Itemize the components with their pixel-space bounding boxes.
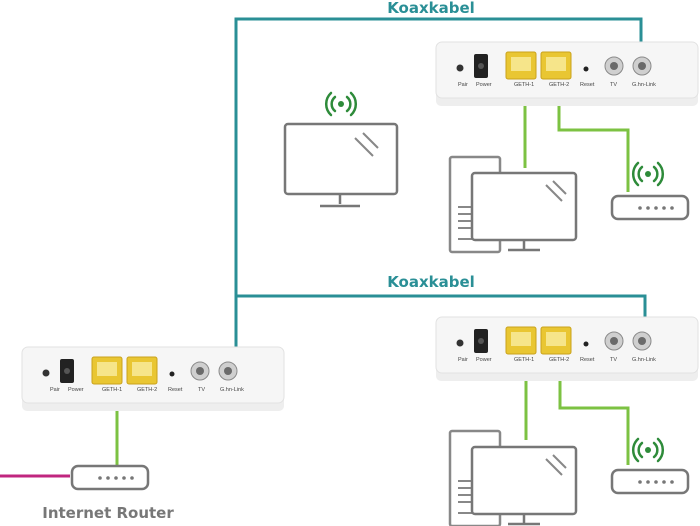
access-point-icon [610, 194, 690, 221]
svg-text:G.hn-Link: G.hn-Link [220, 387, 244, 393]
svg-text:Power: Power [68, 387, 84, 393]
svg-text:Pair: Pair [458, 357, 468, 363]
wifi-icon [631, 437, 665, 463]
monitor-icon [283, 122, 399, 208]
coax-adapter-icon: Pair Power GETH-1 GETH-2 Reset TV G.hn-L… [435, 41, 699, 107]
internet-router-label: Internet Router [42, 504, 174, 522]
svg-text:Reset: Reset [580, 82, 595, 88]
svg-text:TV: TV [610, 357, 617, 363]
svg-text:GETH-1: GETH-1 [514, 82, 534, 88]
svg-text:Power: Power [476, 82, 492, 88]
svg-text:TV: TV [610, 82, 617, 88]
svg-text:Reset: Reset [580, 357, 595, 363]
svg-text:Reset: Reset [168, 387, 183, 393]
wifi-icon [631, 161, 665, 187]
access-point-icon [610, 468, 690, 495]
coax-adapter-icon: Pair Power GETH-1 GETH-2 Reset TV G.hn-L… [21, 346, 285, 412]
desktop-pc-icon [448, 155, 578, 254]
coax-adapter-icon: Pair Power GETH-1 GETH-2 Reset TV G.hn-L… [435, 316, 699, 382]
svg-text:GETH-2: GETH-2 [137, 387, 157, 393]
router-icon [70, 464, 150, 491]
svg-text:G.hn-Link: G.hn-Link [632, 357, 656, 363]
svg-text:GETH-1: GETH-1 [102, 387, 122, 393]
coax-label-top: Koaxkabel [387, 0, 475, 17]
svg-text:Pair: Pair [50, 387, 60, 393]
svg-text:G.hn-Link: G.hn-Link [632, 82, 656, 88]
desktop-pc-icon [448, 429, 578, 526]
svg-text:TV: TV [198, 387, 205, 393]
coax-label-middle: Koaxkabel [387, 273, 475, 291]
svg-text:GETH-2: GETH-2 [549, 82, 569, 88]
svg-text:GETH-2: GETH-2 [549, 357, 569, 363]
svg-text:Power: Power [476, 357, 492, 363]
svg-text:GETH-1: GETH-1 [514, 357, 534, 363]
wifi-icon [324, 91, 358, 117]
svg-text:Pair: Pair [458, 82, 468, 88]
